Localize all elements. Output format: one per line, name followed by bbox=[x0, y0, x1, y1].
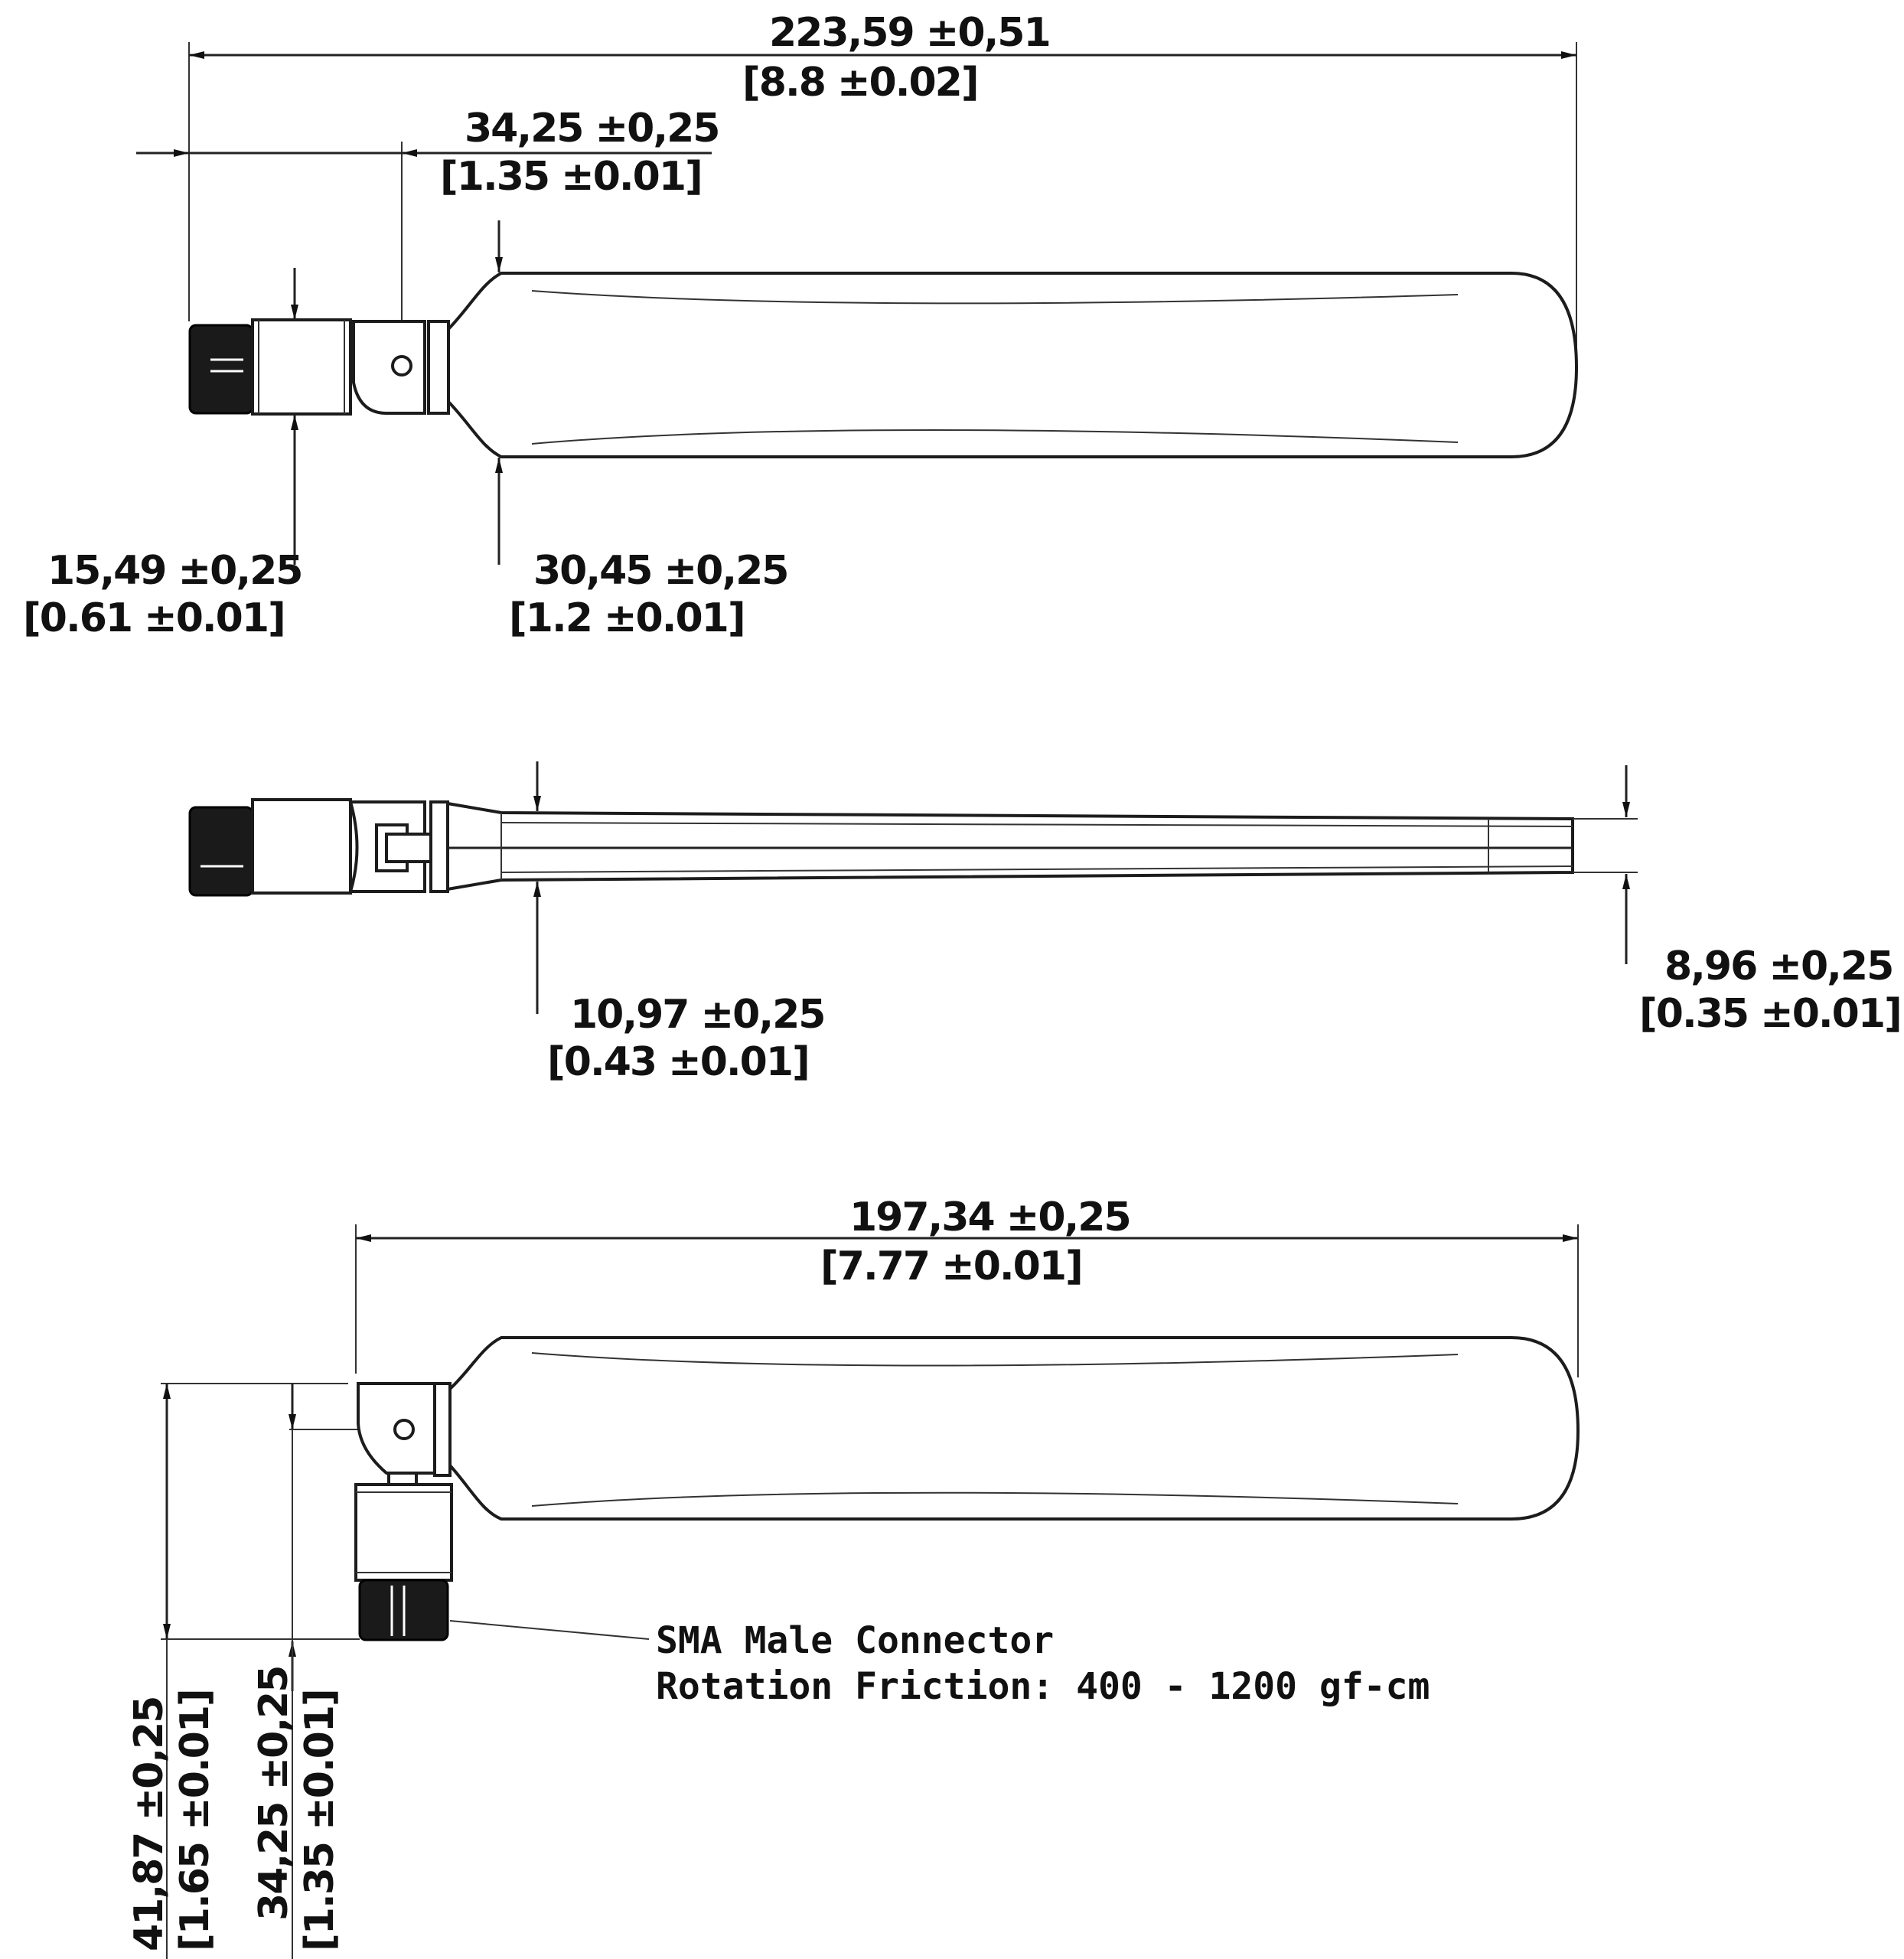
side-knurled-nut bbox=[188, 806, 254, 897]
blade bbox=[447, 272, 1579, 458]
hinge bbox=[352, 320, 426, 415]
knurled-nut bbox=[188, 324, 254, 415]
note-connector-type: SMA Male Connector bbox=[656, 1619, 1054, 1662]
dim-bent-length-imperial: [7.77 ±0.01] bbox=[820, 1244, 1082, 1289]
hinge-pin bbox=[391, 355, 412, 376]
dim-blade-thick-tip-metric: 8,96 ±0,25 bbox=[1664, 944, 1893, 989]
dim-overall-imperial: [8.8 ±0.02] bbox=[742, 60, 978, 106]
dim-blade-thick-base-imperial: [0.43 ±0.01] bbox=[547, 1039, 809, 1085]
side-connector-body bbox=[251, 798, 352, 895]
dim-connector-dia-metric: 15,49 ±0,25 bbox=[47, 548, 302, 594]
bent-blade bbox=[448, 1336, 1580, 1521]
dim-connector-dia-imperial: [0.61 ±0.01] bbox=[23, 595, 285, 641]
top-view: 223,59 ±0,51 [8.8 ±0.02] 34,25 ±0,25 [1.… bbox=[23, 10, 1579, 641]
side-collar bbox=[429, 800, 449, 893]
collar bbox=[427, 320, 450, 415]
dim-bent-offset-metric: 34,25 ±0,25 bbox=[251, 1667, 297, 1921]
bent-connector-body bbox=[354, 1483, 453, 1582]
note-leader bbox=[449, 1620, 650, 1640]
dim-bent-height-imperial: [1.65 ±0.01] bbox=[172, 1690, 218, 1951]
side-blade bbox=[446, 801, 1574, 891]
connector-body bbox=[251, 318, 352, 416]
dim-blade-width-imperial: [1.2 ±0.01] bbox=[509, 595, 745, 641]
dim-blade-width-metric: 30,45 ±0,25 bbox=[533, 548, 787, 594]
bent-view: 197,34 ±0,25 [7.77 ±0.01] 41,87 ±0,25 [1… bbox=[126, 1195, 1580, 1959]
note-rotation-friction: Rotation Friction: 400 - 1200 gf-cm bbox=[656, 1665, 1430, 1708]
dim-connector-length-imperial: [1.35 ±0.01] bbox=[440, 154, 702, 200]
dim-blade-thick-base-metric: 10,97 ±0,25 bbox=[570, 992, 824, 1038]
dim-overall-metric: 223,59 ±0,51 bbox=[769, 10, 1050, 56]
bent-hinge-pin bbox=[393, 1419, 415, 1440]
side-view: 10,97 ±0,25 [0.43 ±0.01] 8,96 ±0,25 [0.3… bbox=[188, 761, 1902, 1085]
bent-collar bbox=[433, 1382, 452, 1477]
dim-bent-offset-imperial: [1.35 ±0.01] bbox=[297, 1690, 343, 1951]
dim-connector-length-metric: 34,25 ±0,25 bbox=[465, 106, 719, 152]
dim-bent-length-metric: 197,34 ±0,25 bbox=[849, 1195, 1130, 1240]
dim-blade-thick-tip-imperial: [0.35 ±0.01] bbox=[1639, 991, 1901, 1037]
dim-bent-height-metric: 41,87 ±0,25 bbox=[126, 1697, 172, 1951]
